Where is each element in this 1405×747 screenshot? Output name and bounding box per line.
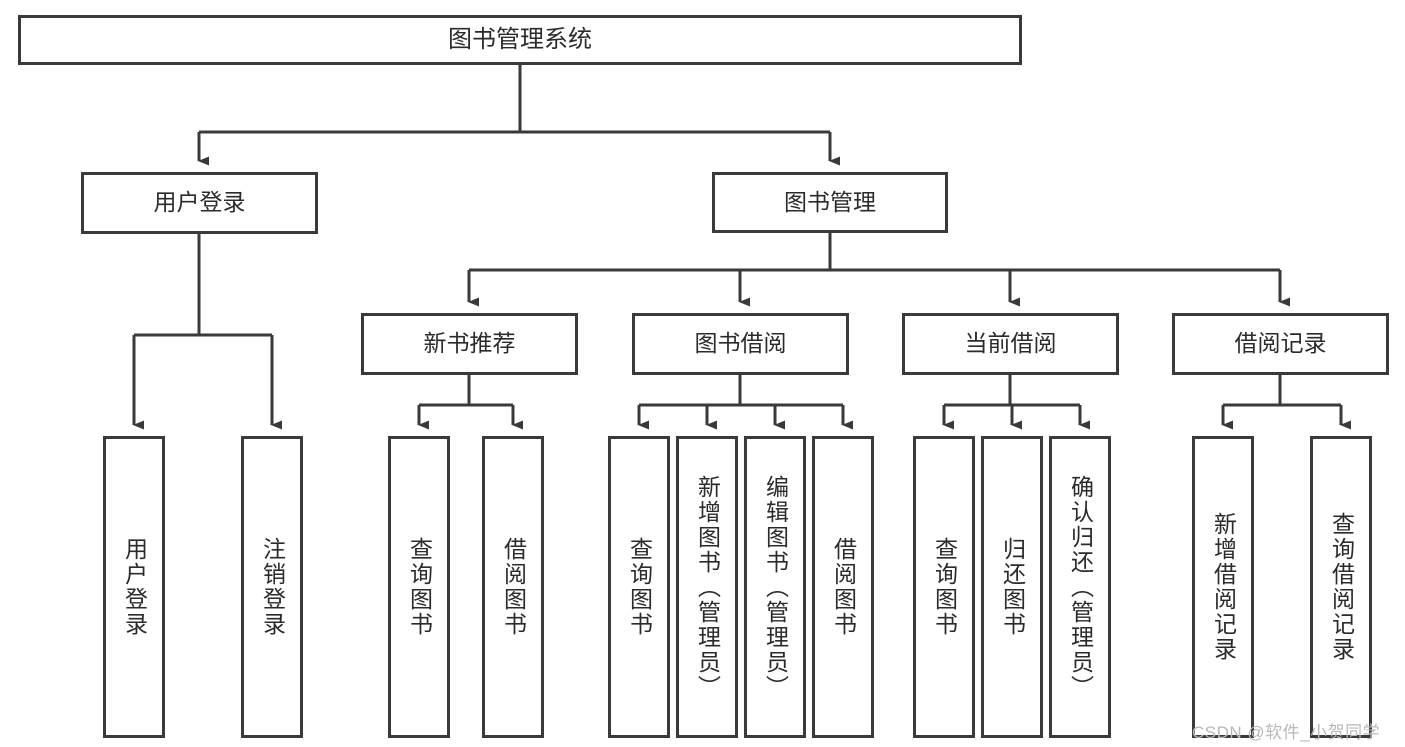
node-leaf-return-book[interactable]: 归还图书	[981, 436, 1043, 738]
node-book-manage[interactable]: 图书管理	[712, 172, 948, 233]
node-leaf-borrow-book-2-label: 借阅图书	[830, 537, 857, 637]
node-leaf-query-book-3-label: 查询图书	[931, 537, 958, 637]
node-leaf-query-book-1[interactable]: 查询图书	[388, 436, 450, 738]
node-current-borrow-label: 当前借阅	[964, 330, 1057, 357]
node-leaf-edit-book-admin[interactable]: 编辑图书（管理员）	[744, 436, 806, 738]
node-leaf-query-borrow-record[interactable]: 查询借阅记录	[1310, 436, 1372, 738]
node-user-login[interactable]: 用户登录	[81, 172, 318, 234]
node-leaf-query-book-2[interactable]: 查询图书	[608, 436, 670, 738]
node-leaf-borrow-book-2[interactable]: 借阅图书	[812, 436, 874, 738]
node-leaf-add-book-admin-label: 新增图书（管理员）	[694, 474, 721, 700]
node-leaf-query-borrow-record-label: 查询借阅记录	[1328, 512, 1355, 662]
node-leaf-confirm-return-admin[interactable]: 确认归还（管理员）	[1049, 436, 1111, 738]
node-leaf-borrow-book-1-label: 借阅图书	[500, 537, 527, 637]
watermark: CSDN @软件_小贺同学	[1192, 723, 1381, 742]
node-leaf-user-login-label: 用户登录	[121, 537, 148, 637]
node-leaf-borrow-book-1[interactable]: 借阅图书	[482, 436, 544, 738]
node-leaf-edit-book-admin-label: 编辑图书（管理员）	[762, 474, 789, 700]
node-leaf-query-book-2-label: 查询图书	[626, 537, 653, 637]
node-leaf-add-borrow-record[interactable]: 新增借阅记录	[1192, 436, 1254, 738]
node-leaf-add-book-admin[interactable]: 新增图书（管理员）	[676, 436, 738, 738]
node-leaf-confirm-return-admin-label: 确认归还（管理员）	[1067, 474, 1094, 700]
node-book-manage-label: 图书管理	[784, 188, 876, 215]
node-new-book-recommend[interactable]: 新书推荐	[361, 313, 578, 375]
node-borrow-record[interactable]: 借阅记录	[1172, 313, 1389, 375]
node-root[interactable]: 图书管理系统	[18, 15, 1022, 65]
node-user-login-label: 用户登录	[153, 189, 246, 216]
node-new-book-recommend-label: 新书推荐	[423, 330, 516, 357]
node-book-borrow[interactable]: 图书借阅	[632, 313, 849, 375]
node-root-label: 图书管理系统	[448, 25, 592, 53]
node-leaf-return-book-label: 归还图书	[999, 537, 1026, 637]
node-leaf-query-book-3[interactable]: 查询图书	[913, 436, 975, 738]
node-book-borrow-label: 图书借阅	[694, 330, 787, 357]
node-current-borrow[interactable]: 当前借阅	[902, 313, 1119, 375]
node-borrow-record-label: 借阅记录	[1234, 330, 1327, 357]
node-leaf-add-borrow-record-label: 新增借阅记录	[1210, 512, 1237, 662]
node-leaf-query-book-1-label: 查询图书	[406, 537, 433, 637]
node-leaf-logout[interactable]: 注销登录	[241, 436, 303, 738]
node-leaf-user-login[interactable]: 用户登录	[103, 436, 165, 738]
node-leaf-logout-label: 注销登录	[259, 537, 286, 637]
